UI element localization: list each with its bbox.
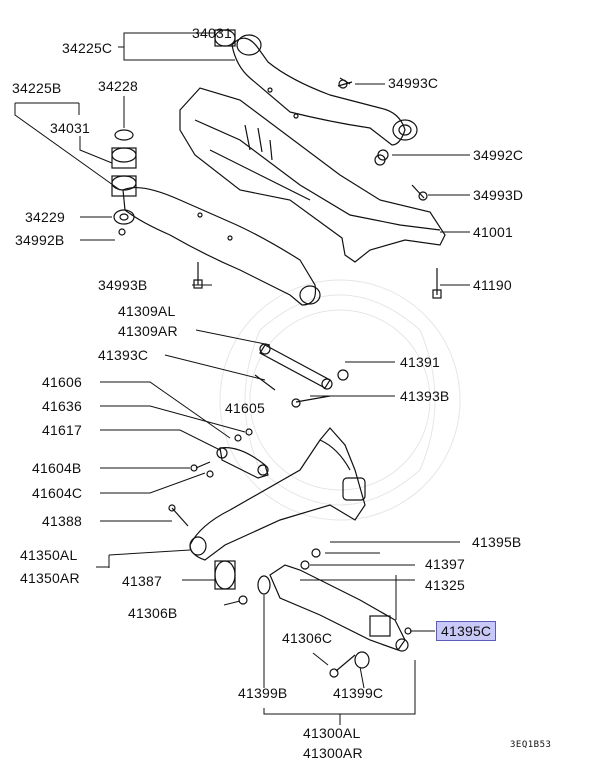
label-41399C: 41399C (333, 685, 384, 701)
label-41350AL: 41350AL (20, 547, 78, 563)
trailing-arm-41350 (189, 427, 366, 561)
label-41606: 41606 (42, 374, 82, 390)
label-34031-top: 34031 (192, 25, 232, 41)
label-41617: 41617 (42, 422, 82, 438)
label-41393C: 41393C (98, 347, 149, 363)
bushing-41399C (354, 651, 370, 669)
label-41306B: 41306B (128, 605, 178, 621)
label-34225B: 34225B (12, 80, 62, 96)
label-34993B: 34993B (98, 277, 148, 293)
label-41391: 41391 (400, 354, 440, 370)
label-34031-left: 34031 (50, 120, 90, 136)
bolt-41190 (432, 268, 442, 299)
bolt-41605 (245, 428, 253, 436)
washer-41636 (234, 434, 242, 442)
bolt-41393C (254, 374, 276, 391)
label-41393B: 41393B (400, 388, 450, 404)
label-41636: 41636 (42, 398, 82, 414)
label-34993D: 34993D (473, 187, 524, 203)
label-34992C: 34992C (473, 147, 524, 163)
bolt-41604C (206, 470, 214, 478)
bolt-41306C (329, 654, 356, 678)
label-34229: 34229 (25, 209, 65, 225)
watermark-emblem (219, 279, 461, 521)
label-41604B: 41604B (32, 460, 82, 476)
label-41300AL: 41300AL (303, 725, 361, 741)
nut-34992B (118, 228, 126, 236)
label-41306C: 41306C (282, 630, 333, 646)
lower-arm-41325 (269, 564, 409, 652)
label-41309AR: 41309AR (118, 323, 178, 339)
bushing-34031-top (214, 29, 236, 47)
label-34993C: 34993C (388, 75, 439, 91)
bushing-41399B (257, 575, 271, 595)
label-41325: 41325 (425, 577, 465, 593)
bolt-34993B (193, 262, 203, 289)
label-41001: 41001 (473, 224, 513, 240)
bolt-34993D (411, 184, 428, 201)
toe-link-41309 (259, 343, 333, 390)
label-41300AR: 41300AR (303, 745, 363, 761)
washer-34228 (114, 129, 134, 141)
label-34992B: 34992B (15, 232, 65, 248)
bushing-41387 (214, 560, 236, 590)
label-41395B: 41395B (472, 534, 522, 550)
bolt-34993C (337, 77, 353, 89)
label-34228: 34228 (98, 78, 138, 94)
label-41309AL: 41309AL (118, 303, 176, 319)
label-41388: 41388 (42, 513, 82, 529)
label-34225C: 34225C (62, 40, 113, 56)
label-41350AR: 41350AR (20, 570, 80, 586)
nut-41391 (337, 369, 349, 381)
label-41387: 41387 (122, 573, 162, 589)
label-41604C: 41604C (32, 485, 83, 501)
bolt-41604B (190, 461, 211, 472)
label-41395C-highlighted[interactable]: 41395C (436, 621, 497, 641)
nut-41395C (404, 627, 412, 635)
bushing-34031-left (111, 147, 137, 197)
upper-arm-right (231, 34, 418, 146)
label-41190: 41190 (473, 277, 512, 293)
link-41617 (216, 447, 269, 479)
diagram-code: 3EQ1B53 (510, 740, 552, 750)
nut-41397 (300, 560, 310, 570)
label-41397: 41397 (425, 556, 465, 572)
bolt-41306B (238, 595, 248, 605)
label-41605: 41605 (225, 400, 265, 416)
washer-34229 (113, 209, 135, 225)
crossmember-41001 (179, 87, 446, 263)
bolt-41388 (168, 504, 189, 527)
nut-34992C (377, 149, 389, 161)
label-41399B: 41399B (238, 685, 288, 701)
washer-41395B (311, 548, 321, 558)
lower-arm-left (122, 187, 321, 306)
bolt-41393B (291, 395, 331, 408)
